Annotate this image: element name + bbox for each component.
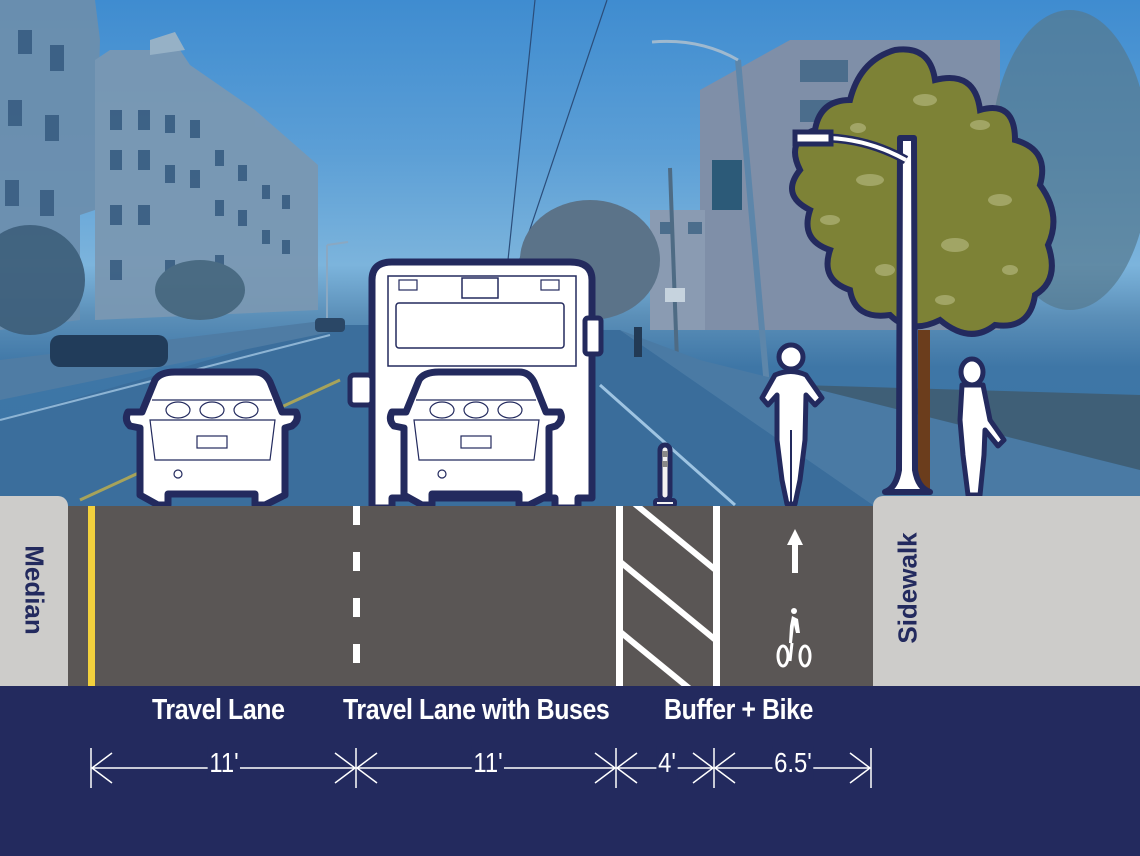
dimension-buffer: 4' xyxy=(656,746,678,780)
bollard-icon xyxy=(653,442,677,508)
street-light-icon xyxy=(792,129,933,495)
road-cross-section xyxy=(0,496,1140,686)
lane-divider-dashed xyxy=(353,506,360,686)
lane-title-travel-lane-with-buses: Travel Lane with Buses xyxy=(343,694,610,726)
lane-title-buffer-bike: Buffer + Bike xyxy=(664,694,813,726)
bike-lane-arrow-icon xyxy=(787,529,803,573)
buffer-edge-line-left xyxy=(616,506,623,686)
left-buildings xyxy=(0,0,318,335)
sidewalk-label: Sidewalk xyxy=(892,532,923,644)
dimension-lines xyxy=(90,748,872,788)
buffer-hatch-markings xyxy=(623,506,713,686)
cyclist-icon xyxy=(759,342,825,507)
median-surface xyxy=(0,496,68,686)
dimension-bike-lane: 6.5' xyxy=(772,746,814,780)
tree-icon xyxy=(789,46,1057,495)
pedestrian-icon xyxy=(957,356,1007,498)
car-icon-bus-lane xyxy=(386,368,565,509)
street-figures xyxy=(122,46,1057,509)
dimension-banner: Travel Lane Travel Lane with Buses Buffe… xyxy=(0,686,1140,856)
dimension-travel-lane: 11' xyxy=(207,746,241,780)
buffer-edge-line-right xyxy=(713,506,720,686)
center-line-yellow xyxy=(88,506,95,686)
sidewalk-surface xyxy=(873,496,1140,686)
roadway-asphalt xyxy=(68,506,873,686)
dimension-travel-lane-with-buses: 11' xyxy=(471,746,505,780)
lane-title-travel-lane: Travel Lane xyxy=(152,694,285,726)
median-label: Median xyxy=(19,545,50,635)
street-photo-background xyxy=(0,0,1140,510)
bike-lane-markings xyxy=(776,529,812,668)
car-icon-travel-lane xyxy=(122,368,301,509)
bike-symbol-icon xyxy=(776,608,812,668)
